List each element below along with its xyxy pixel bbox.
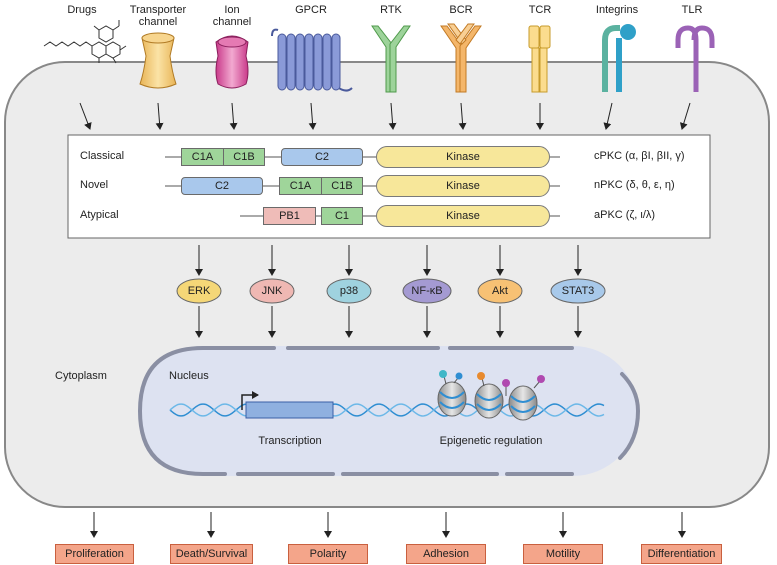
nucleosome-1 xyxy=(437,370,467,417)
pkc-to-kinase-arrows xyxy=(195,245,582,276)
ion-channel-icon xyxy=(215,35,249,89)
domain-kinase-atypical: Kinase xyxy=(376,205,550,227)
transporter-channel-icon xyxy=(139,32,177,89)
nucleosomes xyxy=(437,370,545,421)
domain-c1b-classical: C1B xyxy=(223,148,265,166)
kinase-label-akt: Akt xyxy=(492,285,508,297)
nfkb-node xyxy=(402,278,452,304)
tcr-icon xyxy=(528,25,551,93)
receptor-label-tcr: TCR xyxy=(528,4,552,16)
receptor-label-bcr: BCR xyxy=(449,4,473,16)
akt-node xyxy=(477,278,523,304)
outcome-arrows xyxy=(90,512,686,538)
outcome-adhesion: Adhesion xyxy=(406,544,486,564)
gene-box xyxy=(245,401,334,419)
class-label-apkc: aPKC (ζ, ι/λ) xyxy=(594,209,656,221)
epigenetic-regulation-label: Epigenetic regulation xyxy=(439,435,543,447)
nucleosome-2 xyxy=(474,372,504,419)
row-label-atypical: Atypical xyxy=(80,209,119,221)
domain-c1a-novel: C1A xyxy=(279,177,322,195)
kinase-label-stat3: STAT3 xyxy=(561,285,595,297)
tlr-icon xyxy=(675,25,715,92)
domain-c1a-classical: C1A xyxy=(181,148,224,166)
erk-node xyxy=(176,278,222,304)
class-label-npkc: nPKC (δ, θ, ε, η) xyxy=(594,179,675,191)
receptor-label-tlr: TLR xyxy=(681,4,703,16)
transcription-label: Transcription xyxy=(258,435,322,447)
receptor-label-transporter-channel: Transporter channel xyxy=(129,4,187,28)
receptor-label-ion-channel: Ion channel xyxy=(212,4,252,28)
receptor-label-rtk: RTK xyxy=(380,4,402,16)
domain-pb1-atypical: PB1 xyxy=(263,207,316,225)
jnk-node xyxy=(249,278,295,304)
rtk-icon xyxy=(371,25,411,93)
bcr-icon xyxy=(440,23,482,93)
stat3-node xyxy=(550,278,606,304)
cytoplasm-label: Cytoplasm xyxy=(55,370,107,382)
outcome-death-survival: Death/Survival xyxy=(170,544,253,564)
nucleus-label: Nucleus xyxy=(169,370,209,382)
domain-c1-atypical: C1 xyxy=(321,207,363,225)
kinase-to-nucleus-arrows xyxy=(195,306,582,338)
outcome-polarity: Polarity xyxy=(288,544,368,564)
domain-kinase-classical: Kinase xyxy=(376,146,550,168)
integrins-icon xyxy=(602,24,636,92)
gpcr-icon xyxy=(271,28,353,92)
kinase-label-nfkb: NF-κB xyxy=(411,285,443,297)
outcome-motility: Motility xyxy=(523,544,603,564)
domain-c2-classical: C2 xyxy=(281,148,363,166)
drug-molecule-icon xyxy=(43,20,127,64)
kinase-label-erk: ERK xyxy=(187,285,211,297)
p38-node xyxy=(326,278,372,304)
row-label-novel: Novel xyxy=(80,179,109,191)
nucleosome-3 xyxy=(502,375,545,421)
receptor-label-gpcr: GPCR xyxy=(295,4,327,16)
receptor-label-integrins: Integrins xyxy=(595,4,639,16)
nuclear-envelope xyxy=(137,346,641,476)
kinase-label-p38: p38 xyxy=(339,285,359,297)
domain-c1b-novel: C1B xyxy=(321,177,363,195)
row-label-classical: Classical xyxy=(80,150,125,162)
kinase-label-jnk: JNK xyxy=(261,285,283,297)
outcome-proliferation: Proliferation xyxy=(55,544,134,564)
domain-kinase-novel: Kinase xyxy=(376,175,550,197)
receptor-arrows xyxy=(79,102,691,130)
kinase-nodes xyxy=(176,278,606,304)
transcription-start-arrow-icon xyxy=(241,391,259,410)
domain-c2-novel: C2 xyxy=(181,177,263,195)
class-label-cpkc: cPKC (α, βI, βII, γ) xyxy=(594,150,685,162)
outcome-differentiation: Differentiation xyxy=(641,544,722,564)
receptor-label-drugs: Drugs xyxy=(67,4,97,16)
